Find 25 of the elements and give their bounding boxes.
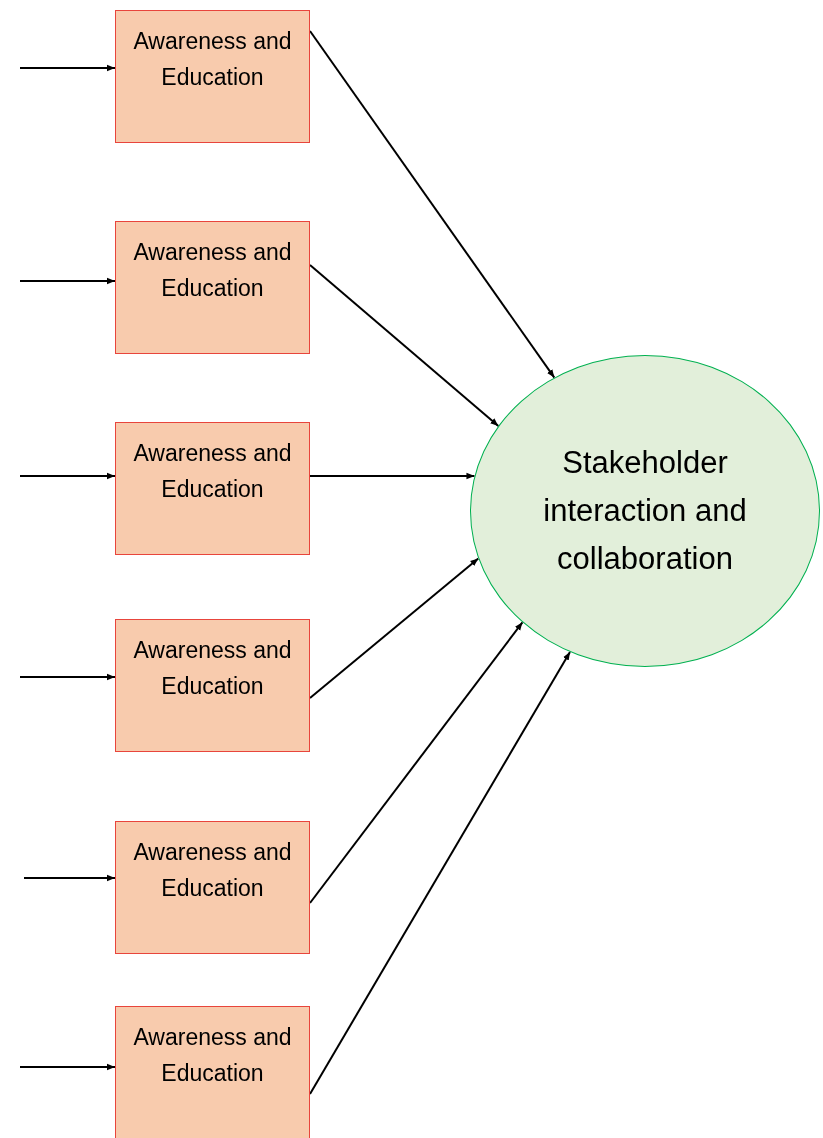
process-box (115, 821, 310, 954)
node-label: Awareness and Education (132, 1023, 293, 1088)
process-box (115, 619, 310, 752)
process-box (115, 221, 310, 354)
node-label: Awareness and Education (132, 838, 293, 903)
arrow (19, 673, 116, 681)
arrow (309, 30, 556, 379)
node-label: Awareness and Education (132, 27, 293, 92)
arrow (19, 64, 116, 72)
arrow (309, 650, 571, 1095)
process-box (115, 1006, 310, 1138)
node-label: Awareness and Education (132, 238, 293, 303)
arrow (23, 874, 116, 882)
node-label: Stakeholder interaction and collaboration (542, 444, 748, 578)
node-label: Awareness and Education (132, 636, 293, 701)
arrow (19, 1063, 116, 1071)
process-box (115, 422, 310, 555)
process-box (115, 10, 310, 143)
arrow (309, 621, 524, 904)
arrow (19, 277, 116, 285)
node-label: Awareness and Education (132, 439, 293, 504)
arrow (309, 557, 480, 699)
arrow (19, 472, 116, 480)
arrow (309, 472, 476, 480)
arrow (309, 264, 500, 427)
